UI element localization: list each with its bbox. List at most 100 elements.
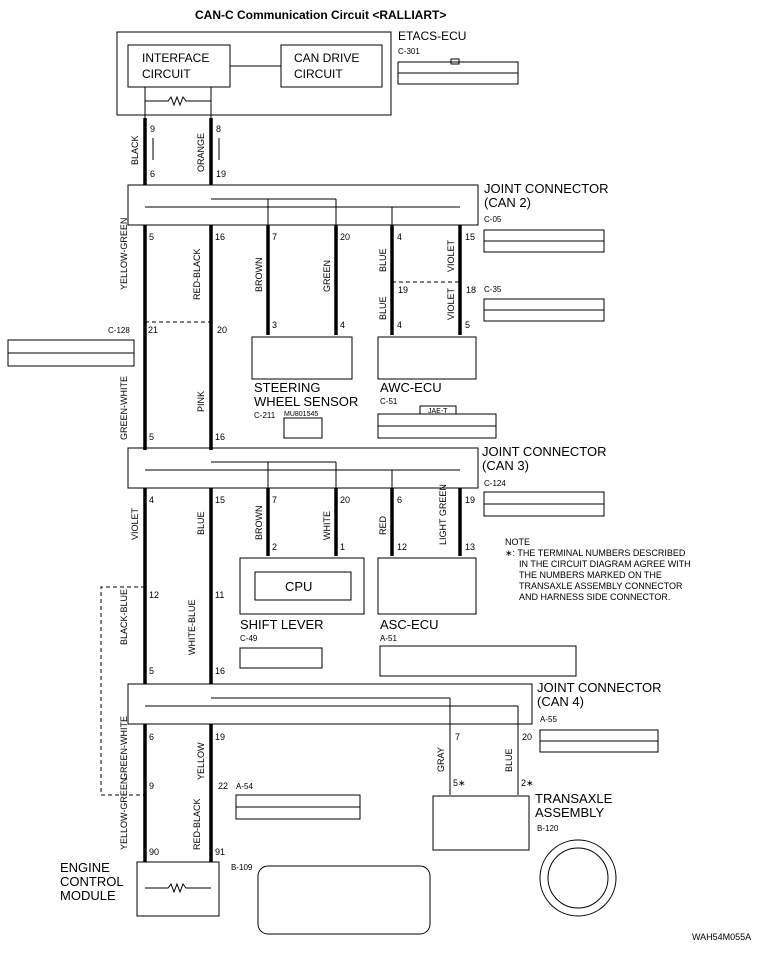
awc-tag: JAE-T bbox=[428, 408, 448, 415]
pin-r90: 90 bbox=[149, 847, 159, 857]
connector-c49 bbox=[239, 647, 323, 669]
connector-c51 bbox=[377, 405, 497, 439]
ecm-resistor bbox=[145, 882, 211, 894]
pin-e8: 8 bbox=[216, 124, 221, 134]
pin-a5: 5 bbox=[465, 320, 470, 330]
pin-n11: 11 bbox=[215, 590, 224, 600]
asc-ecu-box bbox=[377, 557, 477, 615]
pin-n5: 5 bbox=[149, 666, 154, 676]
can2-connector-id: C-05 bbox=[484, 215, 502, 224]
note-head: NOTE bbox=[505, 537, 530, 547]
wire-label-red: RED bbox=[378, 515, 388, 535]
pin-n16: 16 bbox=[215, 666, 225, 676]
cpu-box bbox=[254, 571, 352, 601]
ecm-name-3: MODULE bbox=[60, 888, 116, 903]
pin-p6: 6 bbox=[149, 732, 154, 742]
wire-label-blue-3: BLUE bbox=[196, 511, 206, 535]
pin-s4: 4 bbox=[340, 320, 345, 330]
pin-q22: 22 bbox=[218, 781, 228, 791]
wire-label-violet: VIOLET bbox=[446, 239, 456, 272]
wire-label-light-green: LIGHT GREEN bbox=[438, 484, 448, 545]
cpu-label: CPU bbox=[285, 579, 312, 594]
can4-connector-id: A-55 bbox=[540, 715, 557, 724]
steering-part: MU801545 bbox=[284, 411, 318, 418]
pin-c19: 19 bbox=[216, 169, 226, 179]
wire-label-pink: PINK bbox=[196, 391, 206, 412]
wire-label-yellow-green: YELLOW-GREEN bbox=[119, 218, 129, 290]
pin-p19: 19 bbox=[215, 732, 225, 742]
pin-j4: 4 bbox=[397, 232, 402, 242]
etacs-ecu-name: ETACS-ECU bbox=[398, 29, 466, 43]
can2-name-2: (CAN 2) bbox=[484, 195, 531, 210]
note-line-2: IN THE CIRCUIT DIAGRAM AGREE WITH bbox=[519, 559, 691, 569]
pin-k5: 5 bbox=[149, 432, 154, 442]
wire-label-black-blue: BLACK-BLUE bbox=[119, 589, 129, 645]
pin-sl2: 2 bbox=[272, 542, 277, 552]
wire-label-green-white: GREEN-WHITE bbox=[119, 376, 129, 440]
wire-label-gray: GRAY bbox=[436, 747, 446, 772]
etacs-ecu-box bbox=[116, 31, 392, 116]
pin-t5: 5∗ bbox=[453, 778, 466, 788]
pin-m6: 6 bbox=[397, 495, 402, 505]
wire-label-white: WHITE bbox=[322, 511, 332, 540]
wire-label-red-black-2: RED-BLACK bbox=[192, 798, 202, 850]
connector-a51 bbox=[379, 645, 577, 677]
pin-a4: 4 bbox=[397, 320, 402, 330]
pin-m20: 20 bbox=[340, 495, 350, 505]
awc-connector-id: C-51 bbox=[380, 397, 398, 406]
can3-name-1: JOINT CONNECTOR bbox=[482, 444, 606, 459]
connector-b120 bbox=[539, 839, 617, 917]
pin-as13: 13 bbox=[465, 542, 475, 552]
note-line-4: TRANSAXLE ASSEMBLY CONNECTOR bbox=[519, 581, 683, 591]
wire-label-green-white-2: GREEN-WHITE bbox=[119, 716, 129, 780]
pin-e9: 9 bbox=[150, 124, 155, 134]
pin-m7: 7 bbox=[272, 495, 277, 505]
left-dashed-loop bbox=[100, 586, 145, 796]
pin-j5: 5 bbox=[149, 232, 154, 242]
pin-c6: 6 bbox=[150, 169, 155, 179]
joint-can2-box bbox=[127, 184, 479, 226]
pin-c21: 21 bbox=[148, 325, 158, 335]
can3-name-2: (CAN 3) bbox=[482, 458, 529, 473]
pin-as12: 12 bbox=[397, 542, 407, 552]
pin-s3: 3 bbox=[272, 320, 277, 330]
wire-label-brown: BROWN bbox=[254, 258, 264, 293]
connector-c301 bbox=[397, 58, 519, 85]
connector-c211 bbox=[283, 417, 323, 439]
shift-lever-box bbox=[239, 557, 365, 615]
connector-c05 bbox=[483, 229, 605, 253]
transaxle-connector-id: B-120 bbox=[537, 824, 559, 833]
interface-label-1: INTERFACE bbox=[142, 51, 209, 65]
awc-ecu-box bbox=[377, 336, 477, 380]
connector-c124 bbox=[483, 491, 605, 517]
pin-j19: 19 bbox=[398, 285, 408, 295]
wire-label-black: BLACK bbox=[130, 135, 140, 165]
pin-r91: 91 bbox=[215, 847, 225, 857]
transaxle-box bbox=[432, 795, 530, 851]
connector-a54 bbox=[235, 794, 361, 820]
pin-q9: 9 bbox=[149, 781, 154, 791]
steering-name-1: STEERING bbox=[254, 380, 320, 395]
pin-m15: 15 bbox=[215, 495, 225, 505]
transaxle-name-2: ASSEMBLY bbox=[535, 805, 604, 820]
can4-name-2: (CAN 4) bbox=[537, 694, 584, 709]
steering-name-2: WHEEL SENSOR bbox=[254, 394, 358, 409]
ecm-box bbox=[136, 861, 220, 917]
wire-label-blue-2: BLUE bbox=[378, 296, 388, 320]
wire-label-yellow-green-2: YELLOW-GREEN bbox=[119, 778, 129, 850]
pin-t2: 2∗ bbox=[521, 778, 534, 788]
pin-m19: 19 bbox=[465, 495, 475, 505]
note-line-5: AND HARNESS SIDE CONNECTOR. bbox=[519, 592, 670, 602]
note-line-3: THE NUMBERS MARKED ON THE bbox=[519, 570, 662, 580]
ecm-name-1: ENGINE bbox=[60, 860, 110, 875]
asc-name: ASC-ECU bbox=[380, 617, 439, 632]
wire-label-blue: BLUE bbox=[378, 248, 388, 272]
ecm-name-2: CONTROL bbox=[60, 874, 124, 889]
wire-label-orange: ORANGE bbox=[196, 133, 206, 172]
candrive-label-2: CIRCUIT bbox=[294, 67, 343, 81]
etacs-connector-id: C-301 bbox=[398, 47, 420, 56]
footer-code: WAH54M055A bbox=[692, 932, 751, 942]
a54-connector-id: A-54 bbox=[236, 782, 253, 791]
